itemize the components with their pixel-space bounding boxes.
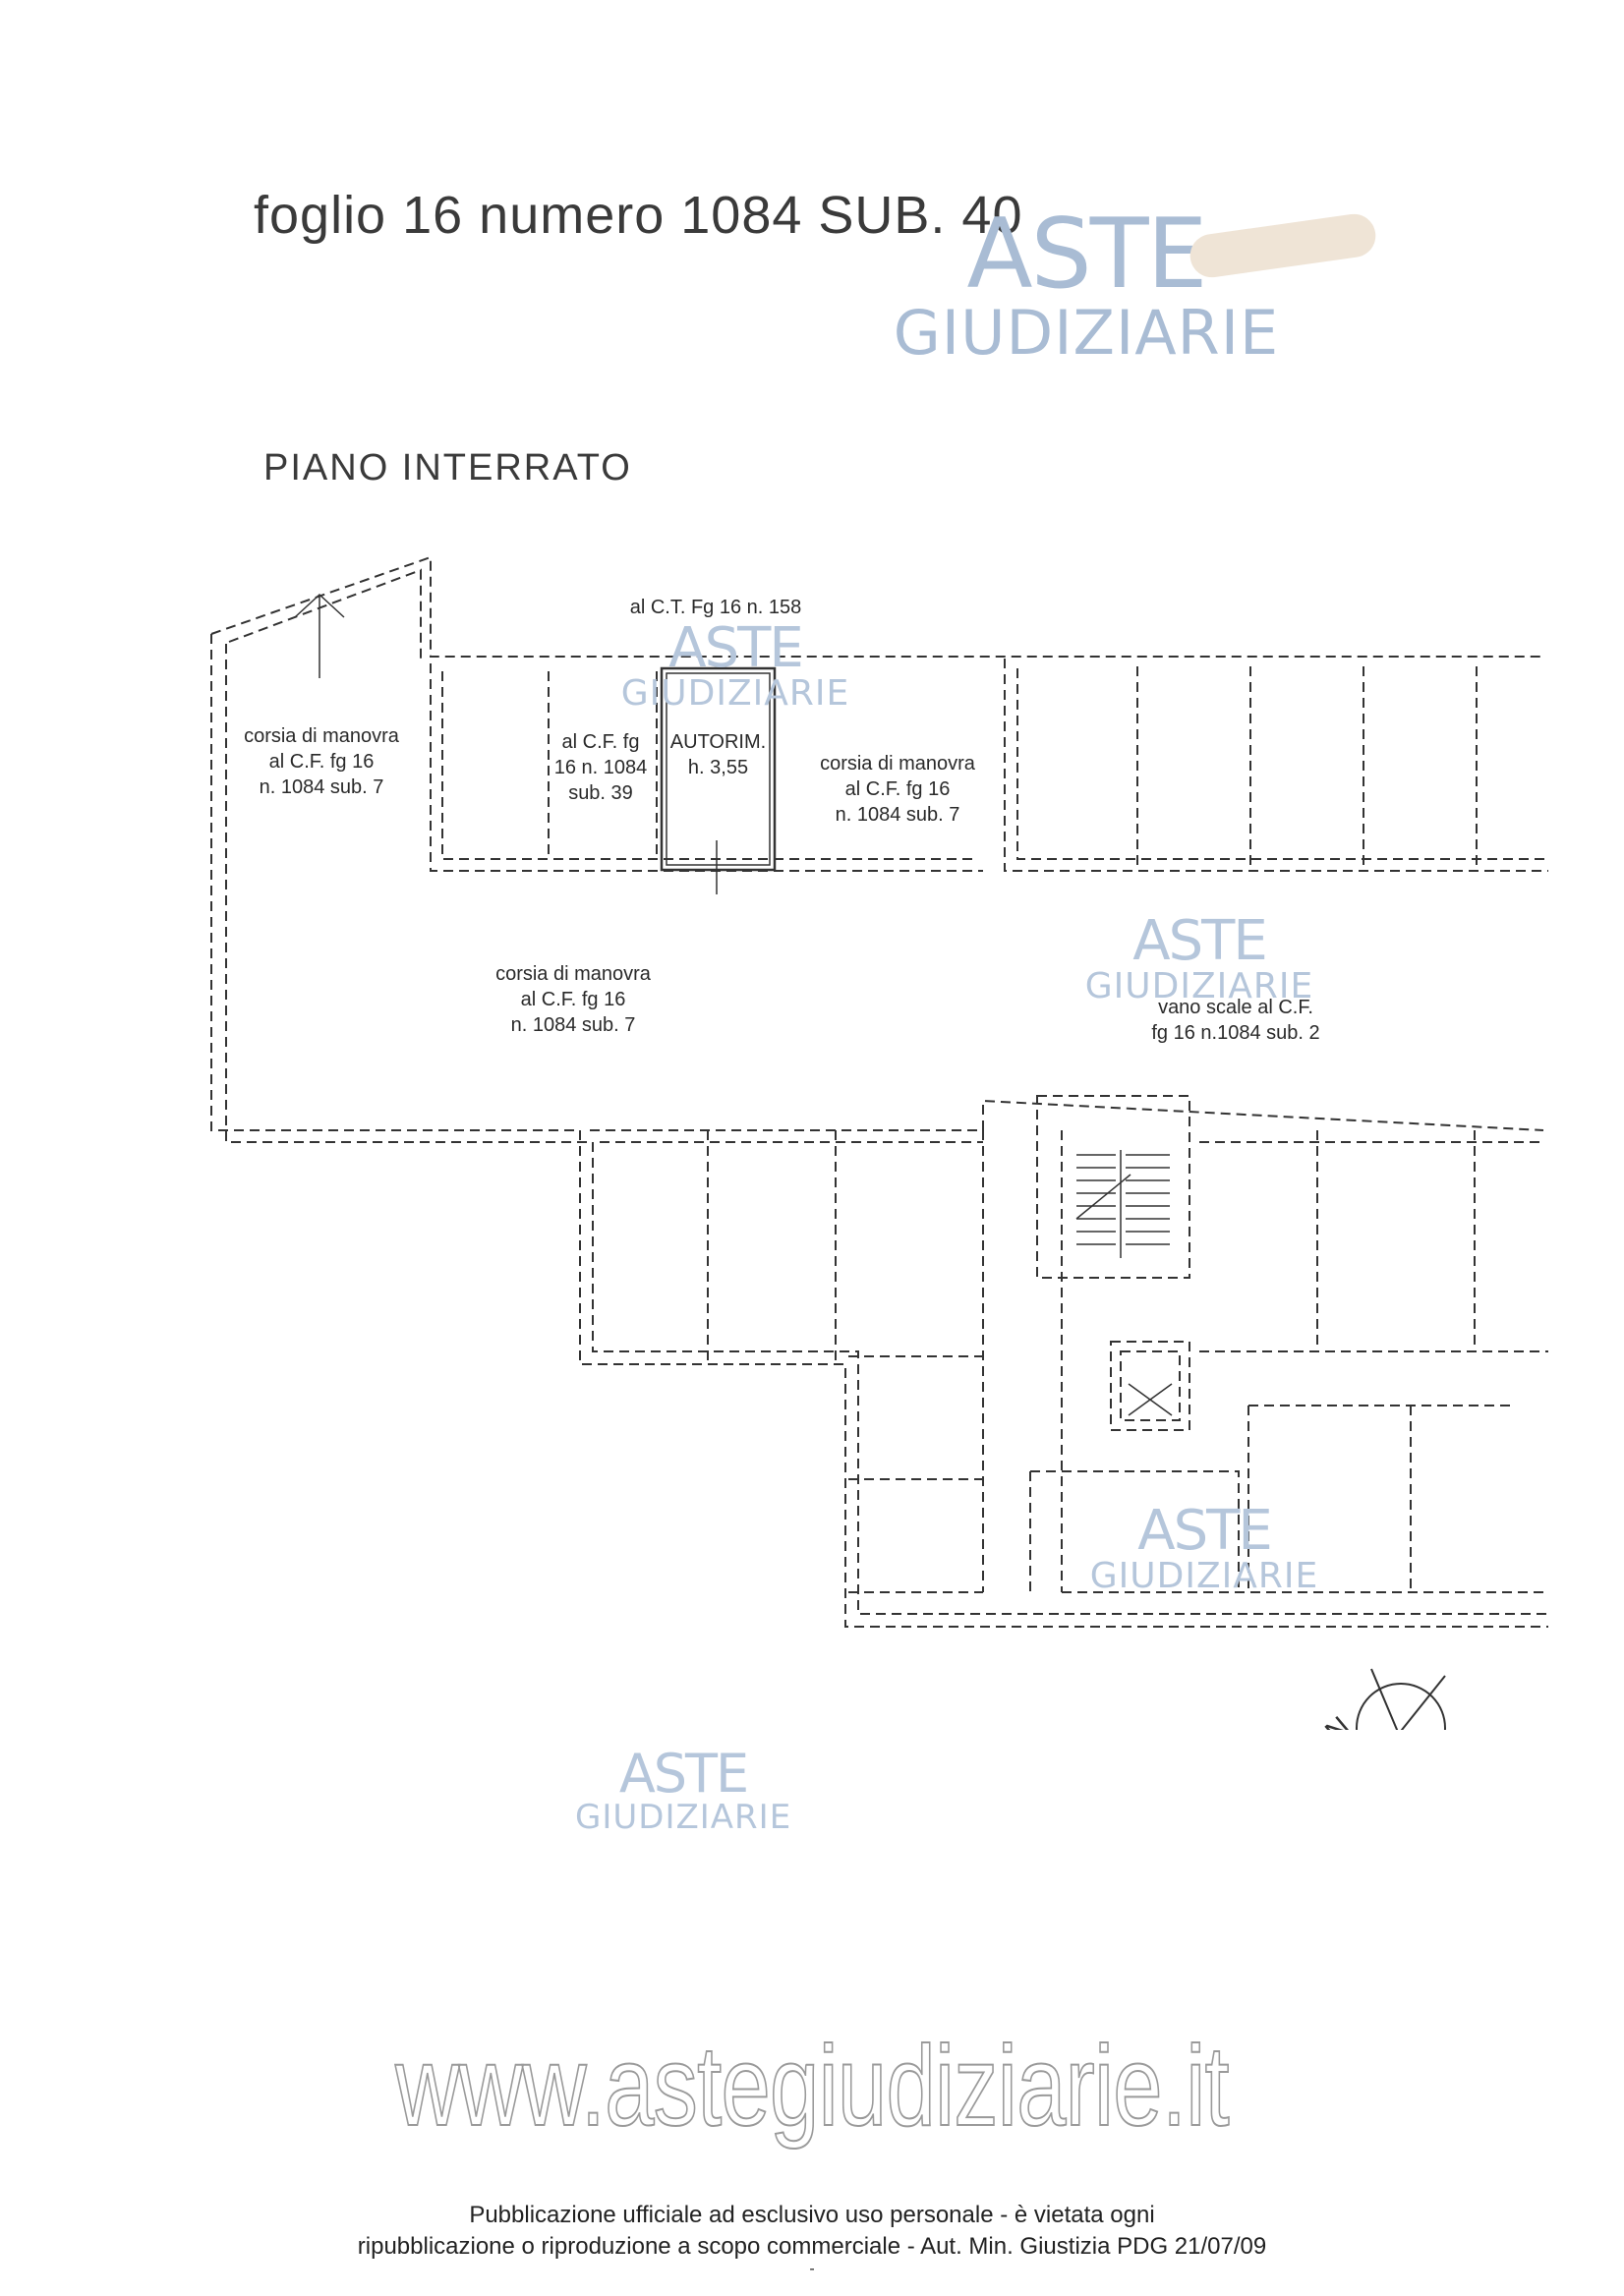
label-autorim: AUTORIM. h. 3,55 [669, 731, 767, 778]
watermark-logo: ASTE GIUDIZIARIE [575, 1743, 792, 1837]
ct-label: al C.T. Fg 16 n. 158 [629, 597, 802, 618]
watermark-logo: ASTE GIUDIZIARIE [1089, 1499, 1319, 1596]
label-corsia-center: corsia di manovra al C.F. fg 16 n. 1084 … [495, 963, 651, 1036]
label-corsia-right: corsia di manovra al C.F. fg 16 n. 1084 … [820, 753, 975, 826]
floor-title: PIANO INTERRATO [263, 447, 632, 488]
ramp-outline [210, 555, 1543, 658]
footer-line-2: ripubblicazione o riproduzione a scopo c… [357, 2233, 1267, 2260]
footer-line-1: Pubblicazione ufficiale ad esclusivo uso… [469, 2202, 1155, 2228]
autorim-space [660, 666, 777, 872]
page-title: foglio 16 numero 1084 SUB. 40 [254, 186, 1023, 245]
watermark-logo: ASTE GIUDIZIARIE [1084, 909, 1314, 1006]
label-sub39: al C.F. fg 16 n. 1084 sub. 39 [553, 731, 648, 804]
north-label: N [1319, 1710, 1357, 1730]
watermark-logo: ASTE GIUDIZIARIE [620, 616, 850, 714]
label-corsia-left: corsia di manovra al C.F. fg 16 n. 1084 … [244, 725, 399, 798]
watermark-logo: ASTE GIUDIZIARIE [893, 199, 1280, 369]
label-vano-scale: vano scale al C.F. fg 16 n.1084 sub. 2 [1151, 997, 1320, 1044]
footer-mark: - [809, 2261, 815, 2277]
floor-plan: N [210, 555, 1548, 1730]
watermark-url: www.astegiudiziarie.it [394, 2021, 1230, 2151]
north-arrow [1356, 1668, 1446, 1730]
